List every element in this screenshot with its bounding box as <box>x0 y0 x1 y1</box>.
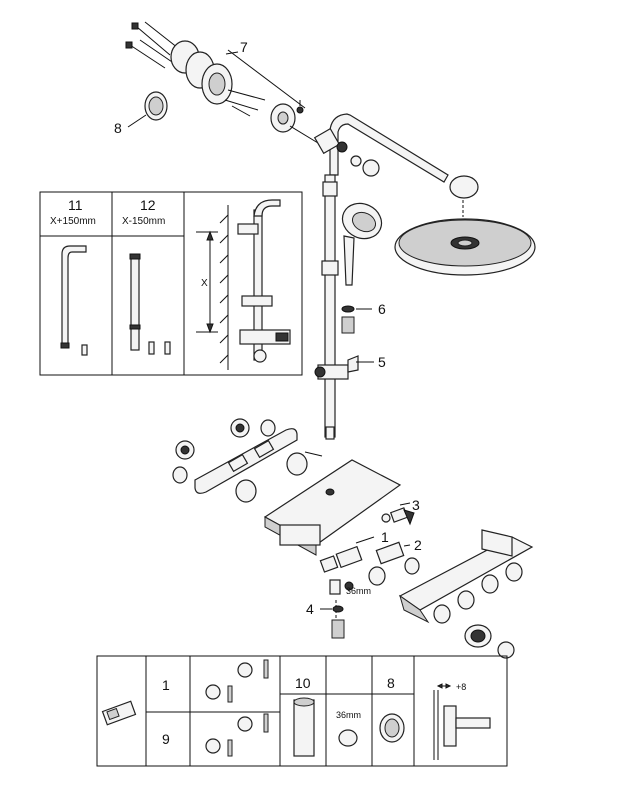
inset-col11-num: 11 <box>68 197 83 213</box>
shower-arm <box>313 113 449 183</box>
bottom-col8-num: 8 <box>387 675 395 691</box>
col10-ring <box>338 729 358 747</box>
install-height-diagram <box>196 199 291 370</box>
callout-2: 2 <box>414 537 422 553</box>
callout-8: 8 <box>114 120 122 136</box>
center-fittings <box>329 566 386 625</box>
part-1-cartridge <box>319 545 363 573</box>
col10-extension <box>293 697 315 757</box>
hand-shower <box>341 202 383 286</box>
inset-col12-num: 12 <box>140 197 156 213</box>
wrench-size-label: 36mm <box>346 586 371 596</box>
callout-1: 1 <box>381 529 389 545</box>
callout-3: 3 <box>412 497 420 513</box>
head-shower-plate <box>394 218 536 276</box>
bottom-accessory-panel <box>96 655 508 767</box>
thermostat-shelf <box>263 459 402 556</box>
row1-valves <box>205 659 269 703</box>
bottom-offset-label: +8 <box>456 682 466 692</box>
inset-col11-dim: X+150mm <box>50 216 96 227</box>
wall-offset-diagram <box>433 683 491 760</box>
riser-rail <box>321 174 339 440</box>
part-2-cartridge <box>375 541 420 575</box>
short-riser-pipe <box>129 253 171 355</box>
mounting-bracket <box>194 428 298 494</box>
wall-flange <box>170 40 266 117</box>
callout-7: 7 <box>240 39 248 55</box>
inset-x-label: X <box>201 278 208 289</box>
bottom-col10-wrench: 36mm <box>336 710 361 720</box>
row9-valves <box>205 713 269 757</box>
part-3-valve <box>381 507 415 526</box>
thermostat-body <box>398 529 534 624</box>
col8-ring <box>379 713 405 743</box>
part-6-washer <box>341 305 355 334</box>
head-shower-connector <box>449 175 479 217</box>
wall-screw-group <box>125 21 179 69</box>
long-riser-pipe <box>60 245 88 356</box>
bottom-row9-num: 9 <box>162 731 170 747</box>
inset-length-options <box>39 191 303 376</box>
part-4-adapter <box>331 605 345 639</box>
eccentric-connectors <box>172 418 323 503</box>
callout-6: 6 <box>378 301 386 317</box>
callout-4: 4 <box>306 601 314 617</box>
wall-rosette <box>270 100 319 144</box>
inset-col12-dim: X-150mm <box>122 216 165 227</box>
slide-holder <box>314 355 359 380</box>
thermostat-handle <box>464 624 515 659</box>
bottom-row1-num: 1 <box>162 677 170 693</box>
bottom-col10-num: 10 <box>295 675 311 691</box>
callout-5: 5 <box>378 354 386 370</box>
part-8-ring <box>144 91 168 121</box>
bottom-cartridge-tool <box>101 700 137 726</box>
